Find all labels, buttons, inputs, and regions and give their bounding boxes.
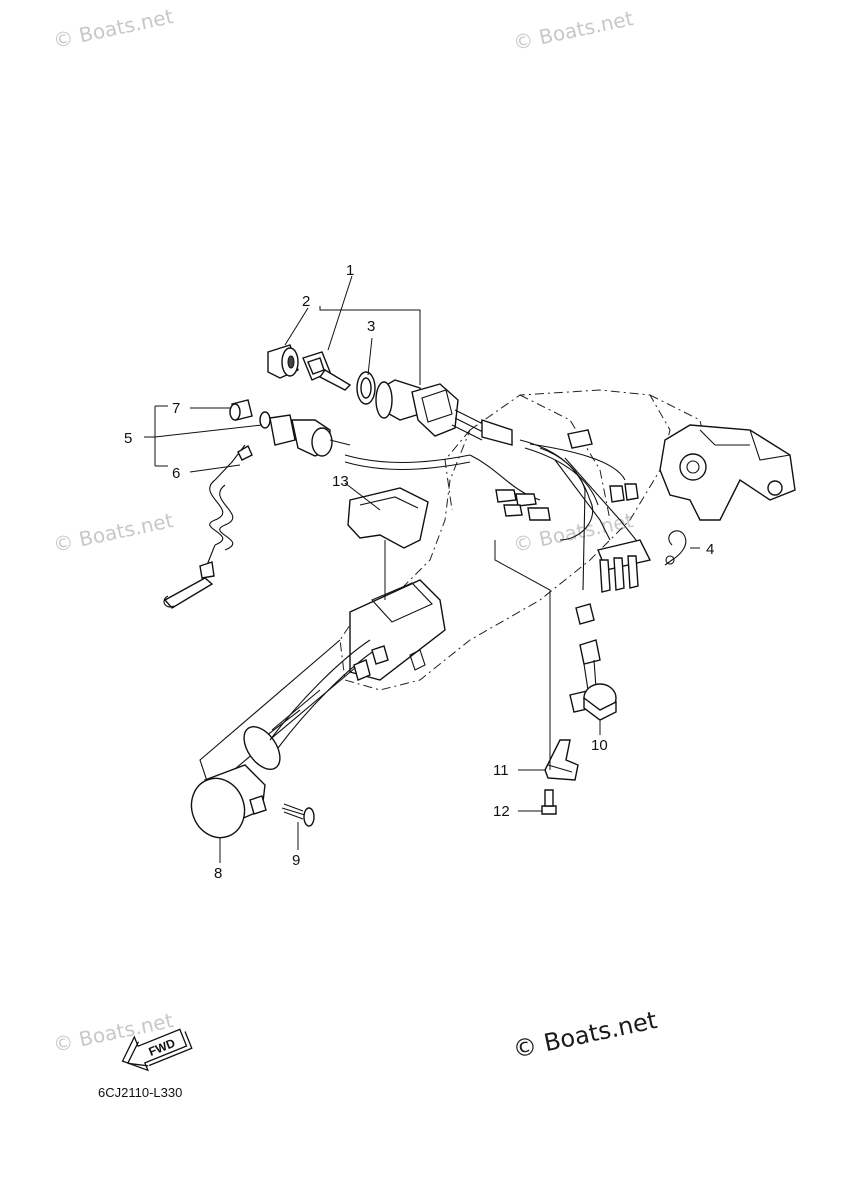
lanyard xyxy=(163,444,253,609)
main-switch-nut xyxy=(356,371,376,405)
callout-9: 9 xyxy=(292,852,300,869)
callout-11: 11 xyxy=(493,762,509,779)
leader-lines xyxy=(144,275,700,863)
callout-8: 8 xyxy=(214,865,222,882)
watermark-top-right: © Boats.net xyxy=(511,6,635,55)
callout-1: 1 xyxy=(346,262,354,279)
cover-13 xyxy=(347,487,429,549)
throttle-grip-8 xyxy=(190,764,267,839)
callout-labels: 1 2 3 4 5 6 7 8 9 10 11 12 13 xyxy=(124,262,714,882)
bracket-assembly xyxy=(659,424,796,521)
clamp-11 xyxy=(544,739,579,781)
callout-10: 10 xyxy=(591,737,608,754)
callout-12: 12 xyxy=(493,803,510,820)
stop-switch-cap xyxy=(229,399,253,421)
callout-6: 6 xyxy=(172,465,180,482)
fwd-arrow-icon: FWD xyxy=(121,1028,193,1072)
callout-3: 3 xyxy=(367,318,375,335)
tiller-handle-body xyxy=(199,579,446,791)
callout-5: 5 xyxy=(124,430,132,447)
main-switch xyxy=(375,379,513,446)
switch-connector xyxy=(567,429,593,449)
harness-connectors xyxy=(353,483,652,681)
screw-9 xyxy=(281,803,315,827)
buzzer-10 xyxy=(569,639,617,721)
clip-4 xyxy=(664,530,687,566)
watermark-top-left: © Boats.net xyxy=(51,4,175,53)
watermark-main: © Boats.net xyxy=(510,1006,659,1064)
ignition-key xyxy=(302,351,352,391)
callout-13: 13 xyxy=(332,473,349,490)
bolt-12 xyxy=(541,789,557,815)
callout-7: 7 xyxy=(172,400,180,417)
watermark-mid-left: © Boats.net xyxy=(51,508,175,557)
engine-stop-switch xyxy=(259,411,351,457)
diagram-code: 6CJ2110-L330 xyxy=(98,1085,182,1100)
callout-2: 2 xyxy=(302,293,310,310)
callout-4: 4 xyxy=(706,541,714,558)
wiring-harness xyxy=(269,439,641,749)
main-switch-cover xyxy=(267,344,299,379)
